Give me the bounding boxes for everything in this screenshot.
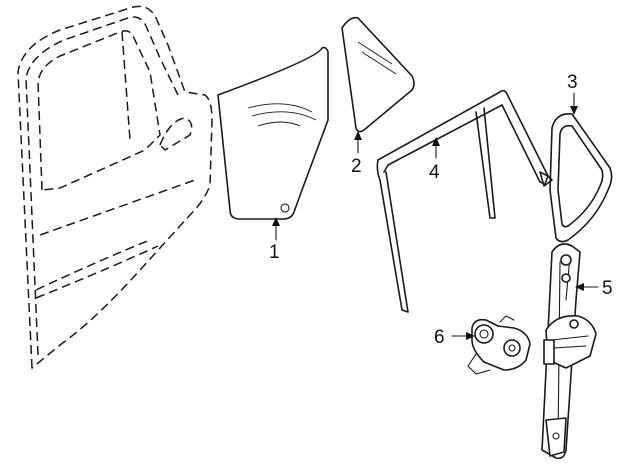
callout-5: 5 (575, 278, 613, 299)
callout-6-label: 6 (434, 327, 445, 348)
callout-6: 6 (434, 327, 475, 348)
callout-1-label: 1 (269, 242, 280, 263)
part-regulator-motor (467, 315, 531, 375)
callout-2-label: 2 (351, 156, 362, 177)
part-fixed-quarter-glass (341, 16, 415, 133)
callout-5-label: 5 (602, 278, 613, 299)
part-window-regulator (541, 243, 597, 460)
part-door-glass (217, 46, 329, 220)
callout-1: 1 (269, 217, 280, 263)
callout-3: 3 (567, 72, 578, 115)
part-run-channel (376, 89, 553, 313)
callout-2: 2 (351, 131, 362, 177)
door-shell-outline (17, 5, 213, 369)
callout-4: 4 (429, 137, 440, 183)
callout-4-label: 4 (429, 162, 440, 183)
part-quarter-window-seal (549, 112, 613, 243)
callout-3-label: 3 (567, 72, 578, 93)
